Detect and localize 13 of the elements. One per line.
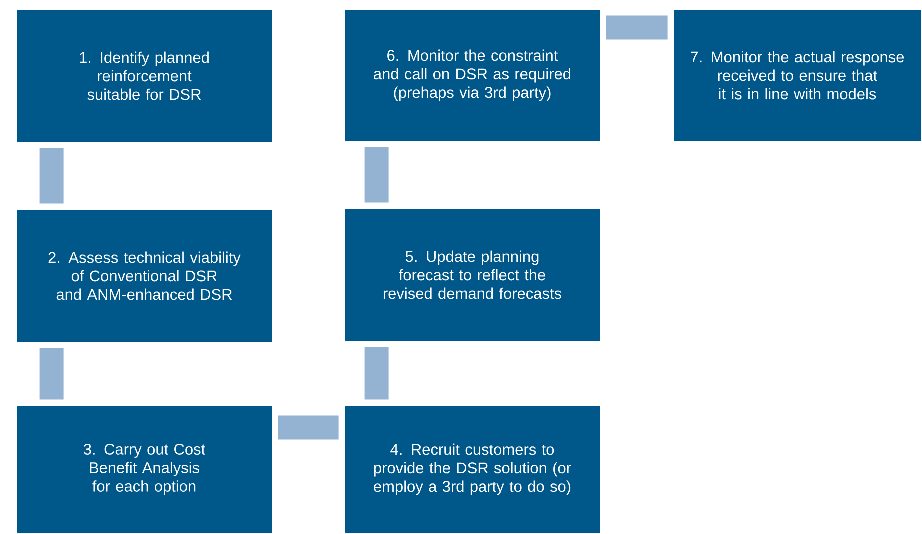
step-box: 3. Carry out Cost Benefit Analysis for each option xyxy=(17,406,272,533)
step-box: 7. Monitor the actual response received to ensure that it is in line with models xyxy=(674,10,921,141)
step-box: 1. Identify planned reinforcement suitable for DSR xyxy=(17,10,272,142)
step-box: 4. Recruit customers to provide the DSR solution (or employ a 3rd party to do so) xyxy=(345,406,600,533)
connector-bar xyxy=(364,347,389,400)
step-box: 5. Update planning forecast to reflect the revised demand forecasts xyxy=(345,209,600,341)
connector-bar xyxy=(40,148,64,204)
step-box: 2. Assess technical viability of Conventional DSR and ANM-enhanced DSR xyxy=(17,210,272,342)
connector-bar xyxy=(40,348,64,400)
connector-bar xyxy=(364,147,389,203)
connector-bar xyxy=(606,16,668,40)
step-box: 6. Monitor the constraint and call on DSR as required (prehaps via 3rd party) xyxy=(345,10,600,141)
connector-bar xyxy=(278,416,339,440)
